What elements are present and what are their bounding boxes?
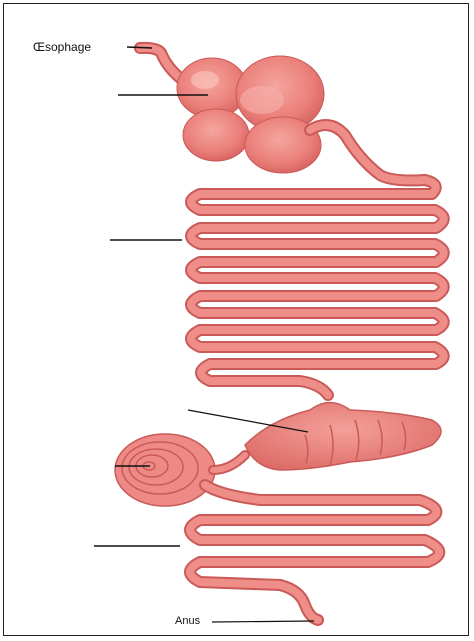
leader-line-esophagus [127, 47, 152, 48]
label-esophagus: Œsophage [33, 40, 91, 54]
lower-intestine [190, 485, 439, 620]
large-intestine-bulge [245, 403, 441, 471]
small-intestine [191, 125, 444, 395]
leader-line-anus [212, 621, 314, 622]
stomach [177, 56, 324, 173]
label-anus: Anus [175, 615, 200, 627]
